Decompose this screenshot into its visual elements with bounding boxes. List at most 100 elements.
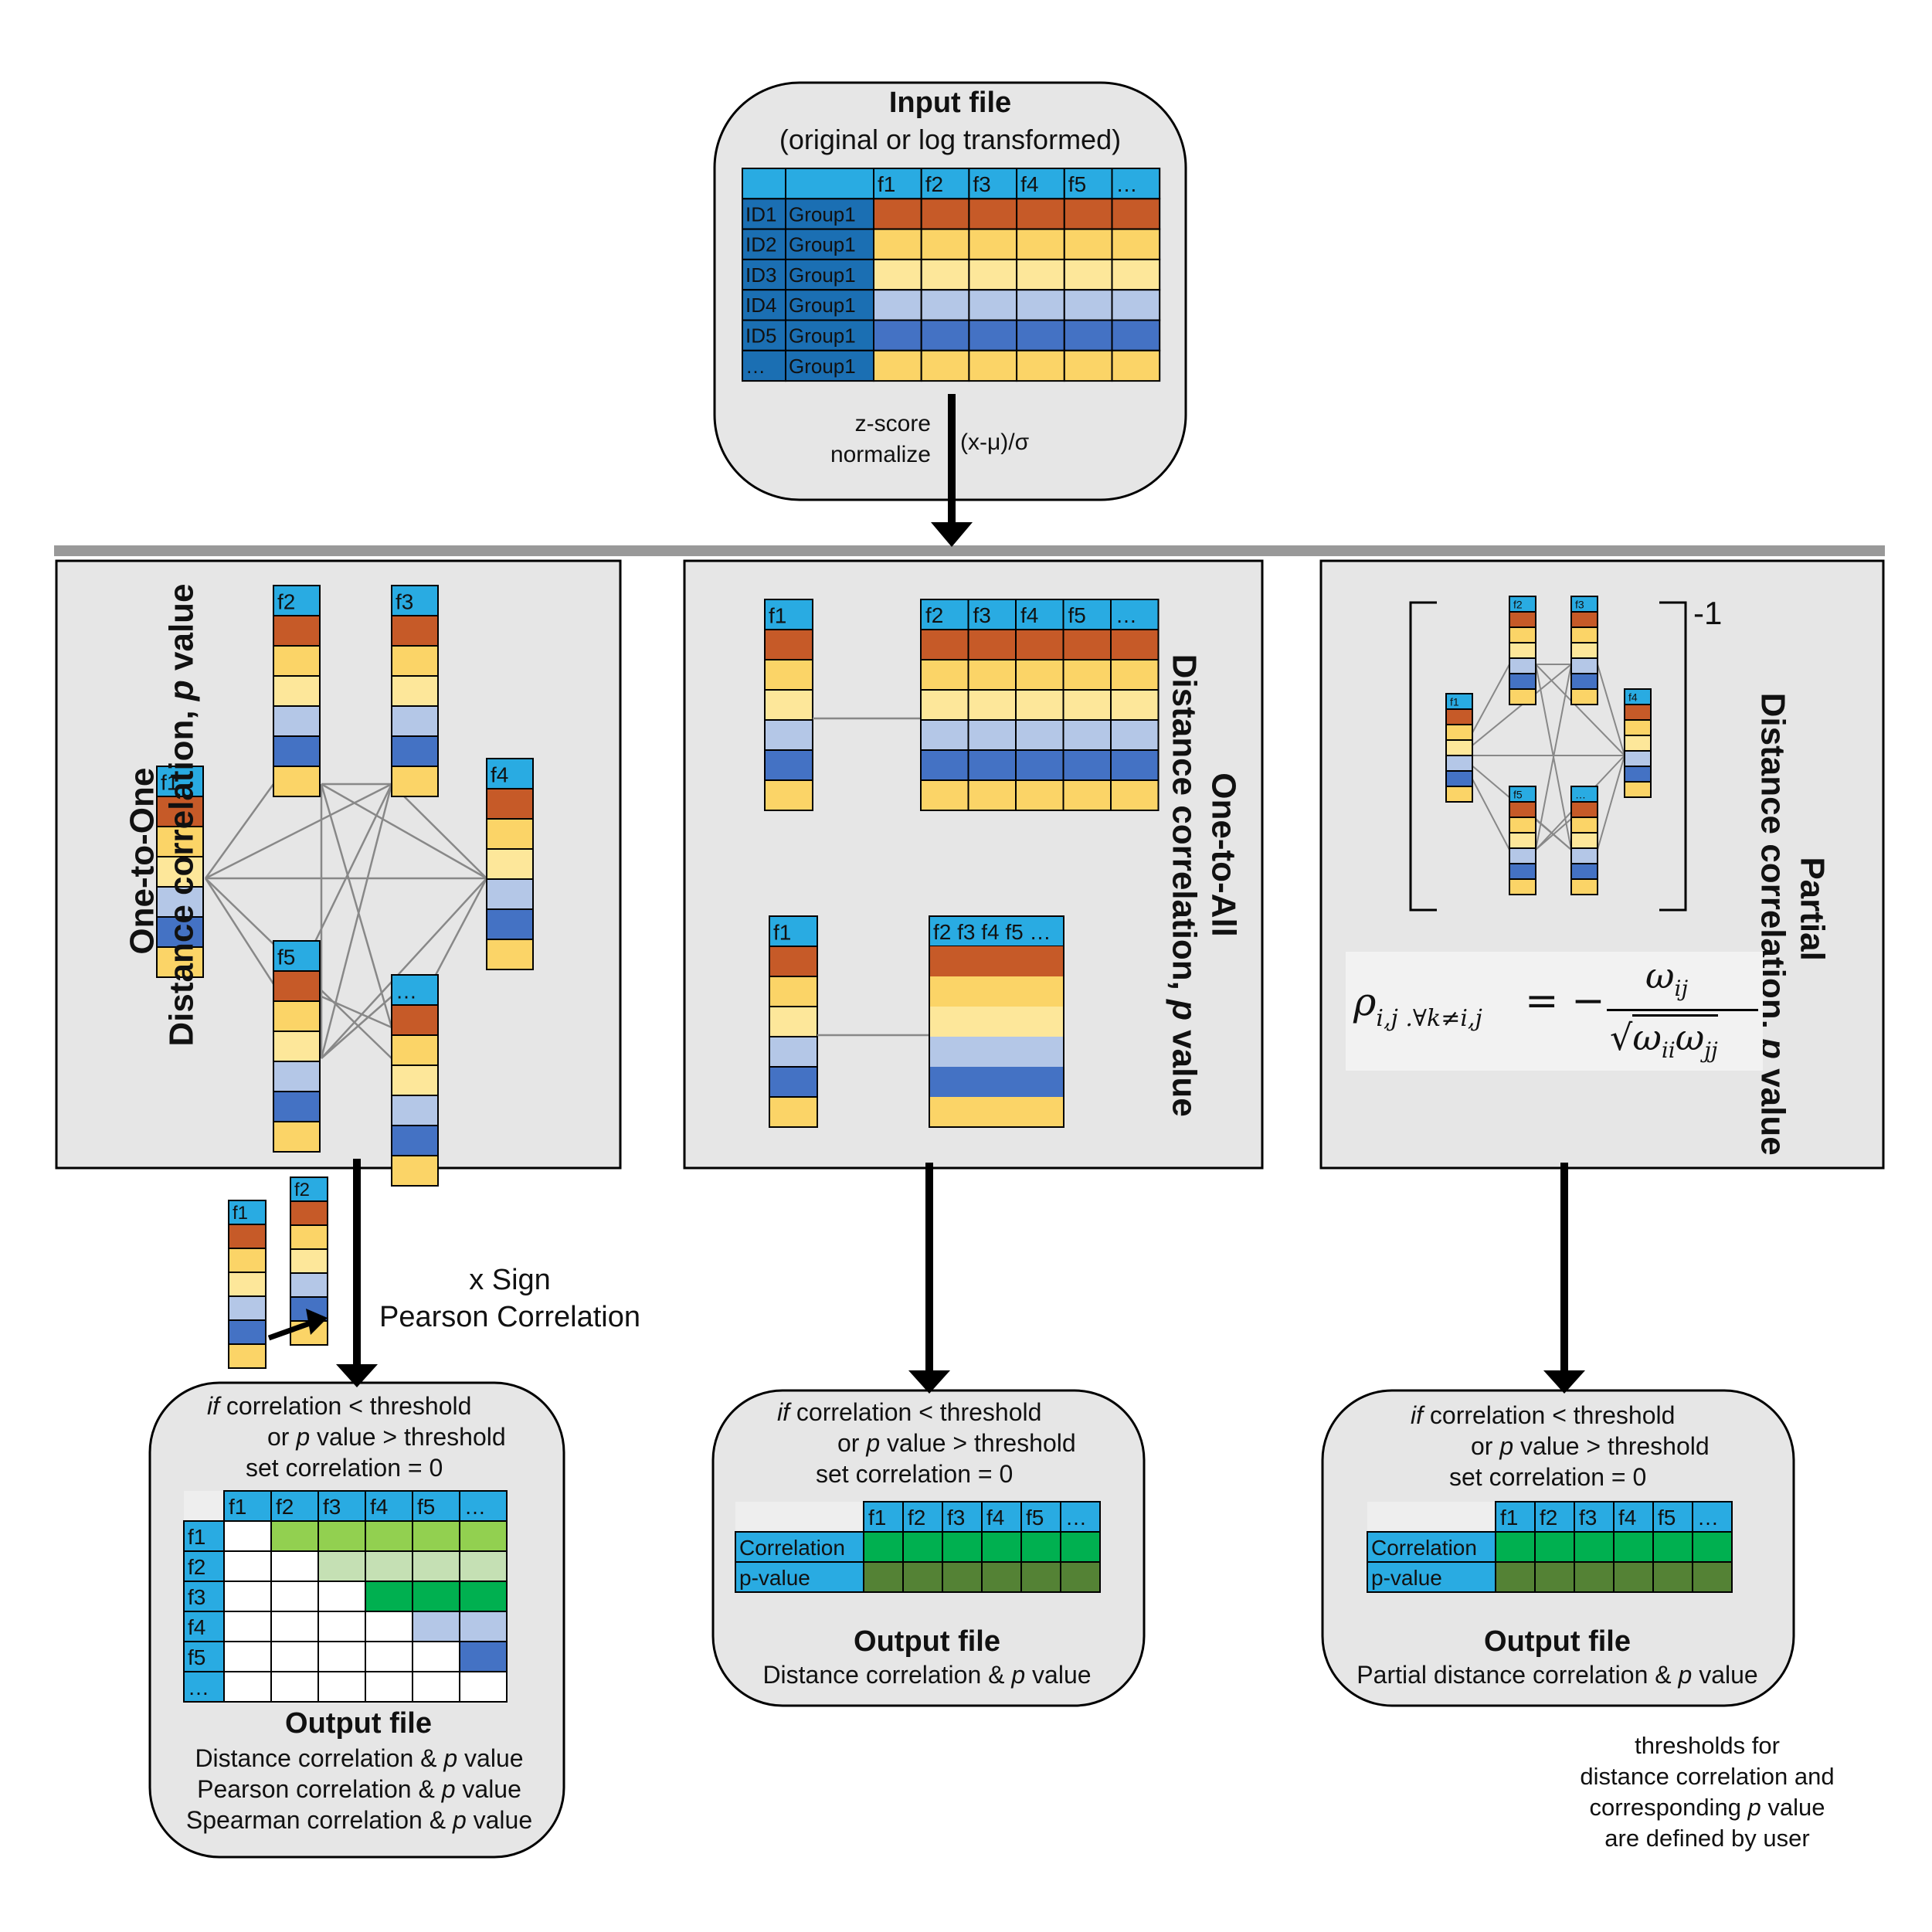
corr-value-cell bbox=[1613, 1531, 1654, 1563]
footnote-line1: thresholds for bbox=[1635, 1732, 1780, 1759]
matrix-value-cell bbox=[270, 1550, 319, 1582]
or-word: or bbox=[1471, 1432, 1500, 1460]
corr-header-cell bbox=[1495, 1501, 1536, 1533]
footnote-p: p bbox=[1747, 1794, 1761, 1821]
condition-line2: or p value > threshold bbox=[207, 1421, 506, 1452]
multi-value-cell bbox=[1015, 719, 1064, 751]
condition-text1: correlation < threshold bbox=[219, 1392, 472, 1420]
multi-value-cell bbox=[1062, 779, 1112, 811]
matrix-header-label: f2 bbox=[276, 1495, 294, 1519]
desc-line: Pearson correlation & p value bbox=[162, 1774, 556, 1805]
formula-denominator: √ωiiωjj bbox=[1610, 1014, 1718, 1063]
feature-value-cell bbox=[391, 1064, 439, 1096]
feature-header-label: f1 bbox=[773, 920, 791, 944]
feature-header-label: f2 bbox=[277, 589, 295, 613]
left-bracket bbox=[1409, 601, 1437, 912]
feature-header-label: f5 bbox=[1513, 789, 1523, 801]
one-to-one-title: One-to-One Distance correlation, p value bbox=[123, 583, 201, 1047]
title-suffix: value bbox=[1754, 1058, 1792, 1156]
corr-value-cell bbox=[1534, 1531, 1575, 1563]
multi-value-cell bbox=[967, 659, 1017, 691]
feature-header-label: f3 bbox=[396, 589, 413, 613]
input-table-value-cell bbox=[1111, 198, 1161, 230]
connection-line bbox=[1535, 664, 1572, 851]
multi-value-cell bbox=[1110, 749, 1160, 781]
input-table-group-label: Group1 bbox=[789, 233, 856, 256]
feature-value-cell bbox=[156, 946, 204, 978]
input-table-id-label: … bbox=[745, 355, 766, 378]
desc-suffix: value bbox=[466, 1806, 533, 1834]
feature-value-cell bbox=[1509, 688, 1536, 705]
corr-header-cell bbox=[1613, 1501, 1654, 1533]
merged-value-band bbox=[929, 1067, 1064, 1097]
partial-feature-6: … bbox=[1570, 786, 1598, 895]
arrow-one-to-all-head bbox=[908, 1370, 950, 1394]
corr-header-label: f1 bbox=[1500, 1506, 1518, 1530]
condition-line1: if correlation < threshold bbox=[777, 1397, 1076, 1428]
input-table-value-cell bbox=[968, 198, 1018, 230]
corr-value-cell bbox=[981, 1561, 1022, 1593]
input-table-id-label: ID5 bbox=[745, 324, 776, 348]
input-table-id-label: ID3 bbox=[745, 263, 776, 287]
feature-value-cell bbox=[273, 675, 321, 707]
matrix-row-label: f5 bbox=[188, 1645, 205, 1669]
one-to-one-connections bbox=[204, 783, 488, 1059]
feature-value-cell bbox=[273, 970, 321, 1002]
multi-header-label: … bbox=[1115, 603, 1137, 627]
feature-value-cell bbox=[156, 856, 204, 888]
normalize-formula: (x-μ)/σ bbox=[960, 430, 1030, 455]
corr-value-cell bbox=[1060, 1561, 1101, 1593]
feature-header-cell bbox=[769, 915, 818, 947]
matrix-header-cell bbox=[459, 1490, 508, 1522]
right-bracket bbox=[1659, 601, 1687, 912]
corr-value-cell bbox=[1534, 1561, 1575, 1593]
title-p: p bbox=[162, 680, 200, 701]
one-to-all-single-feature: f1 bbox=[764, 599, 813, 811]
input-table-value-cell bbox=[1111, 349, 1161, 382]
feature-value-cell bbox=[290, 1224, 328, 1250]
footnote-line2: distance correlation and bbox=[1580, 1763, 1835, 1790]
input-table-header-label: f5 bbox=[1068, 172, 1086, 196]
multi-header-label: f3 bbox=[973, 603, 991, 627]
title-suffix: value bbox=[1166, 1020, 1204, 1117]
input-table-value-cell bbox=[920, 198, 970, 230]
corr-header-label: … bbox=[1697, 1506, 1719, 1530]
feature-value-cell bbox=[769, 1036, 818, 1068]
input-table-id-cell bbox=[742, 228, 786, 260]
arrow-one-to-one-head bbox=[336, 1364, 378, 1387]
input-table-header-cell bbox=[968, 168, 1018, 200]
connection-line bbox=[321, 783, 487, 880]
title-prefix: Distance correlation, bbox=[162, 701, 200, 1047]
multi-value-cell bbox=[920, 749, 969, 781]
footnote-suffix: value bbox=[1761, 1794, 1825, 1821]
desc-p: p bbox=[441, 1775, 456, 1803]
feature-value-cell bbox=[486, 908, 534, 940]
formula-numerator: ωij bbox=[1645, 955, 1689, 1001]
corr-header-label: … bbox=[1065, 1506, 1087, 1530]
feature-value-cell bbox=[391, 1095, 439, 1126]
merged-table-border bbox=[929, 915, 1064, 1128]
condition-line3: set correlation = 0 bbox=[246, 1454, 443, 1482]
sign-label-1: x Sign bbox=[469, 1264, 551, 1296]
matrix-row-label: f2 bbox=[188, 1555, 205, 1579]
matrix-value-cell bbox=[223, 1611, 272, 1642]
input-table-header-label: f1 bbox=[878, 172, 895, 196]
input-table-header-cell bbox=[1111, 168, 1161, 200]
input-table-value-cell bbox=[1016, 349, 1065, 382]
desc-prefix: Pearson correlation & bbox=[197, 1775, 442, 1803]
matrix-value-cell bbox=[317, 1550, 366, 1582]
corr-value-cell bbox=[1495, 1561, 1536, 1593]
corr-header-label: f3 bbox=[1579, 1506, 1597, 1530]
partial-feature-3: f3 bbox=[1570, 596, 1598, 705]
matrix-row-label: f3 bbox=[188, 1585, 205, 1609]
condition-text2: value > threshold bbox=[1513, 1432, 1710, 1460]
corr-row-label-cell bbox=[735, 1561, 864, 1593]
matrix-value-cell bbox=[365, 1550, 413, 1582]
multi-header-label: f5 bbox=[1068, 603, 1086, 627]
corr-row-label: p-value bbox=[1371, 1566, 1442, 1590]
one-to-one-feature-5: f5 bbox=[273, 940, 321, 1153]
matrix-value-cell bbox=[270, 1611, 319, 1642]
corr-header-label: f5 bbox=[1658, 1506, 1676, 1530]
output-one-to-one-title: Output file bbox=[285, 1707, 432, 1740]
